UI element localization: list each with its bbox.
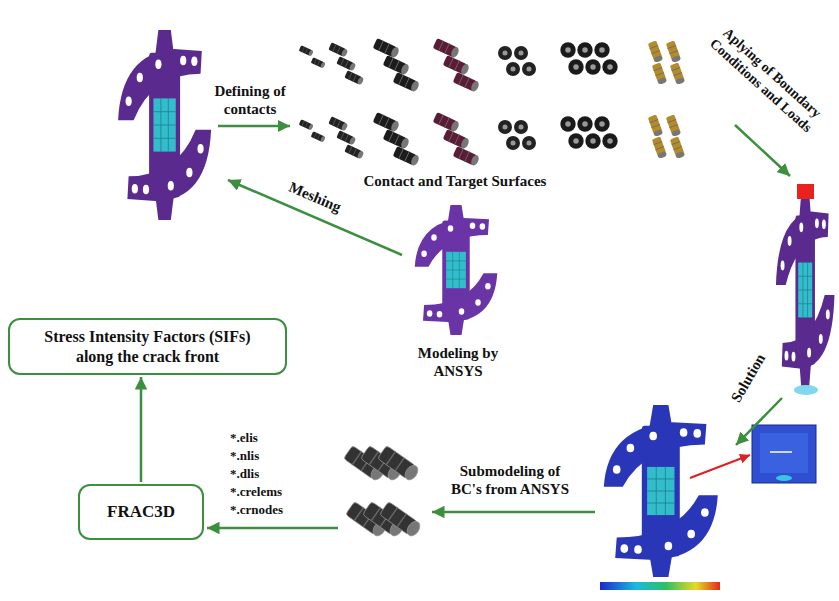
box-text: FRAC3D xyxy=(107,502,175,522)
support-marker xyxy=(794,385,818,395)
submodel-cylinder xyxy=(379,501,422,538)
file-name: *.elis xyxy=(230,430,300,446)
flow-arrow xyxy=(140,377,143,482)
submodel-cylinder xyxy=(377,445,420,482)
color-bar xyxy=(600,582,720,590)
flow-arrow xyxy=(218,125,290,128)
zoom-inset-spot xyxy=(776,475,792,481)
step-label: Solution xyxy=(723,343,774,413)
meshed-model xyxy=(118,30,211,220)
zoom-inset-detail xyxy=(760,433,808,473)
flow-arrow xyxy=(736,398,782,445)
step-label: Aplying of Boundary Conditions and Loads xyxy=(699,17,833,142)
ansys-model xyxy=(415,205,498,335)
program-box: FRAC3D xyxy=(78,484,204,540)
zoom-pointer xyxy=(690,455,750,478)
step-label: Submodeling of BC's from ANSYS xyxy=(448,462,573,498)
box-text: Stress Intensity Factors (SIFs) along th… xyxy=(32,327,264,365)
file-name: *.nlis xyxy=(230,448,300,464)
target-surfaces-row xyxy=(299,112,686,167)
step-label: Meshing xyxy=(275,173,356,221)
result-box: Stress Intensity Factors (SIFs) along th… xyxy=(8,318,287,375)
file-name: *.dlis xyxy=(230,466,300,482)
load-marker xyxy=(797,184,814,199)
loaded-model xyxy=(776,192,835,388)
step-label: Defining of contacts xyxy=(200,82,300,118)
flow-arrow xyxy=(735,125,790,176)
file-name: *.crnodes xyxy=(230,502,300,518)
solution-model xyxy=(604,405,718,577)
figure-caption: Contact and Target Surfaces xyxy=(340,172,570,190)
flow-arrow xyxy=(432,511,595,514)
figure-caption: Modeling by ANSYS xyxy=(403,344,513,380)
flow-arrow xyxy=(207,527,338,530)
contact-surfaces-row xyxy=(299,38,686,93)
zoom-inset xyxy=(752,425,816,483)
file-name: *.crelems xyxy=(230,484,300,500)
crack-line xyxy=(770,451,792,453)
